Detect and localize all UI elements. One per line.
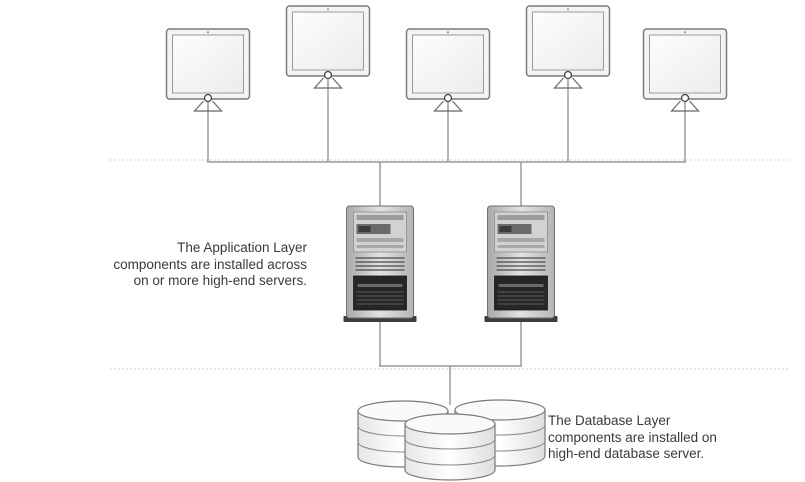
caption-line: components are installed on <box>548 429 717 445</box>
monitor-icon <box>165 28 251 112</box>
monitor-icon <box>405 28 491 112</box>
caption-line: on or more high-end servers. <box>133 273 307 288</box>
caption-line: components are installed across <box>113 256 307 272</box>
database-layer-caption: The Database Layer components are instal… <box>548 413 717 463</box>
monitor-icon <box>642 28 728 112</box>
application-layer-caption: The Application Layer components are ins… <box>113 240 307 290</box>
monitor-icon <box>525 5 611 89</box>
tower-server-icon <box>483 205 559 323</box>
connector-lines <box>207 76 686 405</box>
caption-line: high-end database server. <box>548 446 705 461</box>
caption-line: The Application Layer <box>177 240 307 255</box>
monitor-icon <box>285 5 371 89</box>
tower-server-icon <box>342 205 418 323</box>
caption-line: The Database Layer <box>548 413 671 428</box>
database-cylinder-icon <box>404 413 496 481</box>
